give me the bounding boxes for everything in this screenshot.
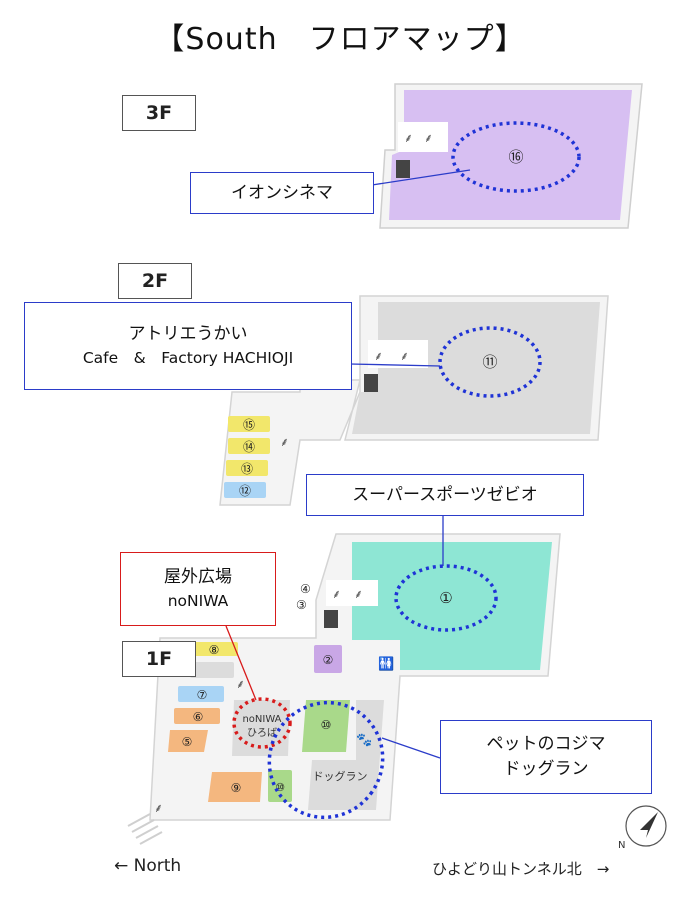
shop-9-label: ⑨ bbox=[231, 781, 242, 795]
cinema-highlight bbox=[451, 121, 581, 193]
elevator-icon bbox=[324, 610, 338, 628]
shop-2[interactable] bbox=[314, 645, 342, 673]
callout-pet-kojima[interactable]: ペットのコジマ ドッグラン bbox=[440, 720, 652, 794]
escalator-icon: ⸙ bbox=[280, 435, 289, 449]
shop-8[interactable] bbox=[194, 642, 238, 656]
callout-kojima-line1: ペットのコジマ bbox=[486, 734, 606, 755]
shop-9[interactable] bbox=[208, 772, 262, 802]
shop-8-label: ⑧ bbox=[209, 643, 220, 657]
callout-noniwa[interactable]: 屋外広場 noNIWA bbox=[120, 552, 276, 626]
escalator-icon: ⸙ bbox=[400, 349, 409, 363]
shop-7[interactable] bbox=[178, 686, 224, 702]
callout-atelier-ukai[interactable]: アトリエうかい Cafe & Factory HACHIOJI bbox=[24, 302, 352, 390]
shop-13-label: ⑬ bbox=[241, 462, 253, 476]
escalator-icon: ⸙ bbox=[332, 587, 341, 601]
callout-kojima-line2: ドッグラン bbox=[503, 759, 589, 779]
shop-6[interactable] bbox=[174, 708, 220, 724]
callout-leader-red bbox=[225, 625, 257, 701]
floor-1f: ⸙ ⸙ ④ ③ ① ② 🚻 ⑧ ⑦ ⑥ ⑤ ⸙ noNIWA ひろば ⑨ ⑩ ⑩ bbox=[127, 516, 561, 845]
restroom-icon: 🚻 bbox=[378, 656, 394, 672]
crosswalk bbox=[127, 813, 163, 845]
shop-10b[interactable] bbox=[268, 770, 292, 802]
callout-noniwa-line2: noNIWA bbox=[167, 592, 229, 611]
shop-5-label: ⑤ bbox=[182, 735, 193, 749]
floor-tag-3f[interactable]: 3F bbox=[122, 95, 196, 131]
callout-aeon-cinema-label: イオンシネマ bbox=[231, 182, 333, 203]
callout-leader bbox=[371, 169, 471, 186]
escalator-icon: ⸙ bbox=[154, 801, 163, 815]
grey-shop-1f bbox=[190, 662, 234, 678]
escalator-icon: ⸙ bbox=[236, 677, 245, 691]
floor-2f: ⸙ ⸙ ⑪ ⑮ ⑭ ⑬ ⑫ ⸙ bbox=[219, 295, 609, 506]
shop-12-label: ⑫ bbox=[239, 484, 251, 498]
shop-1-label[interactable]: ① bbox=[439, 589, 452, 607]
dogrun-label: ドッグラン bbox=[313, 769, 368, 783]
floor-tag-2f[interactable]: 2F bbox=[118, 263, 192, 299]
callout-aeon-cinema[interactable]: イオンシネマ bbox=[190, 172, 374, 214]
shop-15-label: ⑮ bbox=[243, 418, 255, 432]
escalator-icon: ⸙ bbox=[354, 587, 363, 601]
callout-noniwa-line1: 屋外広場 bbox=[164, 567, 232, 588]
callout-atelier-line1: アトリエうかい bbox=[128, 324, 248, 345]
noniwa-highlight bbox=[232, 697, 292, 749]
kojima-highlight bbox=[267, 700, 385, 820]
compass-n-label: N bbox=[618, 840, 625, 851]
cinema-area[interactable] bbox=[389, 90, 632, 220]
stair-box-2f bbox=[368, 340, 428, 368]
floor-tag-1f[interactable]: 1F bbox=[122, 641, 196, 677]
xebio-highlight bbox=[394, 564, 498, 632]
xebio-area[interactable] bbox=[352, 542, 552, 670]
direction-tunnel: ひよどり山トンネル北 → bbox=[432, 860, 610, 878]
escalator-icon: ⸙ bbox=[424, 131, 433, 145]
direction-north: ← North bbox=[114, 856, 182, 876]
stair-box-1f bbox=[326, 580, 378, 606]
shop-11-label[interactable]: ⑪ bbox=[482, 353, 497, 371]
dogrun-area[interactable] bbox=[308, 700, 384, 810]
shop-5[interactable] bbox=[168, 730, 208, 752]
callout-atelier-line2: Cafe & Factory HACHIOJI bbox=[82, 349, 294, 368]
grey-zone-2f[interactable] bbox=[352, 302, 600, 434]
shop-16-label[interactable]: ⑯ bbox=[508, 148, 523, 166]
noniwa-label-2: ひろば bbox=[247, 727, 277, 739]
shop-6-label: ⑥ bbox=[193, 710, 204, 724]
callout-xebio-label: スーパースポーツゼビオ bbox=[352, 484, 538, 505]
shop-15[interactable] bbox=[228, 416, 270, 432]
floor-3f: ⸙ ⸙ ⑯ bbox=[371, 83, 643, 229]
escalator-icon: ⸙ bbox=[404, 131, 413, 145]
stair-box-3f bbox=[398, 122, 448, 152]
shop-10-label: ⑩ bbox=[321, 718, 332, 732]
elevator-icon bbox=[364, 374, 378, 392]
shop-14[interactable] bbox=[228, 438, 270, 454]
paw-icon: 🐾 bbox=[356, 733, 372, 748]
shop-2-label: ② bbox=[323, 653, 334, 667]
shop-13[interactable] bbox=[226, 460, 268, 476]
compass-arrow-icon bbox=[640, 812, 658, 838]
page-title: 【South フロアマップ】 bbox=[154, 22, 526, 57]
shop-10b-label: ⑩ bbox=[275, 781, 285, 794]
callout-xebio[interactable]: スーパースポーツゼビオ bbox=[306, 474, 584, 516]
callout-leader bbox=[381, 737, 441, 759]
compass: N bbox=[618, 805, 667, 851]
shop-14-label: ⑭ bbox=[243, 440, 255, 454]
shop-12[interactable] bbox=[224, 482, 266, 498]
elevator-icon bbox=[396, 160, 410, 178]
shop-4-label[interactable]: ④ bbox=[300, 582, 311, 596]
noniwa-label-1: noNIWA bbox=[242, 714, 281, 725]
shop-3-label[interactable]: ③ bbox=[296, 598, 307, 612]
shop-7-label: ⑦ bbox=[197, 688, 208, 702]
callout-leader bbox=[349, 363, 441, 367]
restaurant-highlight bbox=[438, 326, 542, 398]
shop-10[interactable] bbox=[302, 700, 350, 752]
escalator-icon: ⸙ bbox=[374, 349, 383, 363]
